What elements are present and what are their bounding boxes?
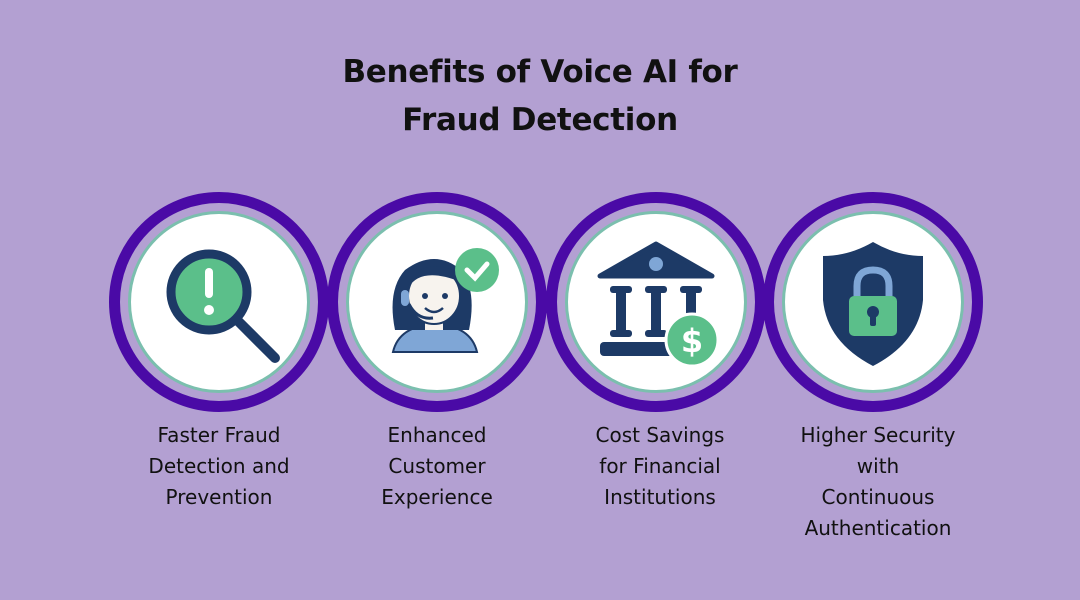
label-line: for Financial <box>599 454 721 478</box>
title-line-2: Fraud Detection <box>402 102 678 138</box>
benefit-circle-cost-savings: $ <box>546 192 766 412</box>
shield-lock-icon <box>823 242 923 366</box>
label-line: Cost Savings <box>595 423 725 447</box>
label-line: Detection and <box>148 454 290 478</box>
benefit-label-security: Higher Security with Continuous Authenti… <box>768 420 988 544</box>
benefit-label-customer-experience: Enhanced Customer Experience <box>327 420 547 513</box>
label-line: Continuous <box>821 485 935 509</box>
label-line: Prevention <box>165 485 273 509</box>
benefit-circle-security <box>763 192 983 412</box>
label-line: Faster Fraud <box>157 423 281 447</box>
title-line-1: Benefits of Voice AI for <box>342 54 738 90</box>
benefit-circle-customer-experience <box>327 192 547 412</box>
label-line: Experience <box>381 485 493 509</box>
label-line: Enhanced <box>387 423 487 447</box>
label-line: Higher Security <box>800 423 956 447</box>
label-line: Customer <box>388 454 486 478</box>
label-line: Authentication <box>804 516 952 540</box>
bank-dollar-icon: $ <box>597 241 720 368</box>
support-agent-check-icon <box>391 248 499 353</box>
benefit-label-fraud-detection: Faster Fraud Detection and Prevention <box>109 420 329 513</box>
label-line: with <box>856 454 900 478</box>
benefit-label-cost-savings: Cost Savings for Financial Institutions <box>550 420 770 513</box>
label-line: Institutions <box>604 485 716 509</box>
benefit-circle-fraud-detection <box>109 192 329 412</box>
svg-text:$: $ <box>681 322 703 360</box>
page-title: Benefits of Voice AI for Fraud Detection <box>0 48 1080 144</box>
magnifier-alert-icon <box>166 249 280 363</box>
